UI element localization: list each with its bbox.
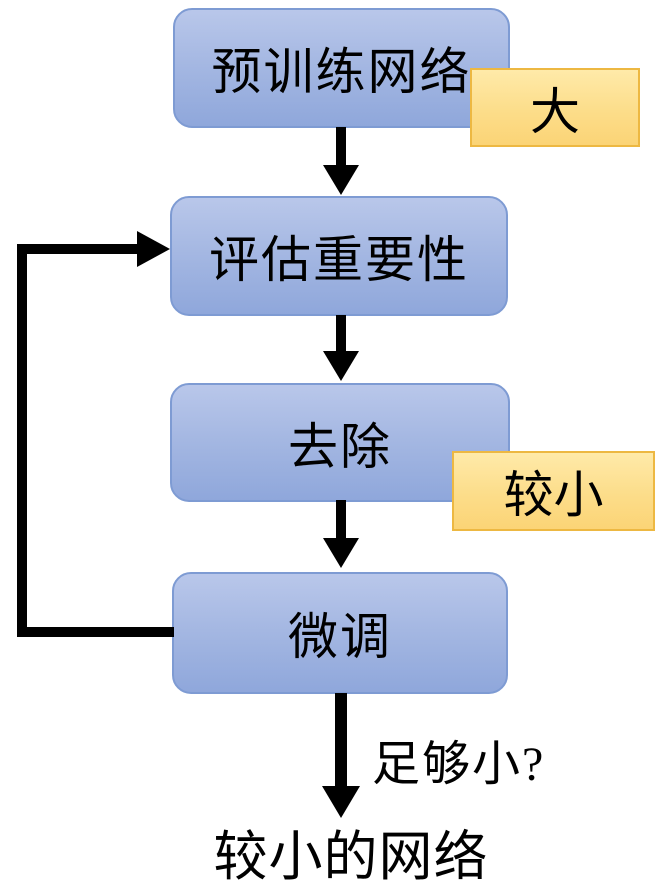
arrow-shaft: [336, 127, 346, 167]
badge-size-smaller: 较小: [452, 451, 655, 531]
arrowhead-down-icon: [323, 538, 359, 568]
node-remove-label: 去除: [288, 418, 392, 475]
loop-vertical-segment: [17, 244, 27, 637]
arrowhead-down-icon: [323, 351, 359, 381]
node-finetune-label: 微调: [288, 609, 392, 665]
node-evaluate-importance: 评估重要性: [170, 196, 508, 316]
node-remove: 去除: [170, 383, 510, 502]
edge-question-label: 足够小?: [372, 738, 546, 791]
node-finetune: 微调: [172, 572, 508, 694]
loop-top-segment: [17, 244, 138, 254]
arrow-shaft: [336, 315, 346, 353]
arrow-shaft: [335, 693, 347, 788]
arrowhead-down-icon: [322, 786, 360, 818]
arrowhead-down-icon: [323, 165, 359, 195]
node-pretrained-network-label: 预训练网络: [211, 44, 472, 100]
badge-size-large: 大: [470, 68, 640, 147]
badge-size-smaller-label: 较小: [503, 467, 604, 523]
node-evaluate-importance-label: 评估重要性: [209, 232, 469, 288]
badge-size-large-label: 大: [530, 83, 580, 140]
loop-bottom-segment: [17, 627, 174, 637]
output-network-label: 较小的网络: [213, 827, 489, 887]
node-pretrained-network: 预训练网络: [173, 8, 510, 128]
arrow-shaft: [336, 500, 346, 540]
arrowhead-right-icon: [137, 231, 170, 267]
